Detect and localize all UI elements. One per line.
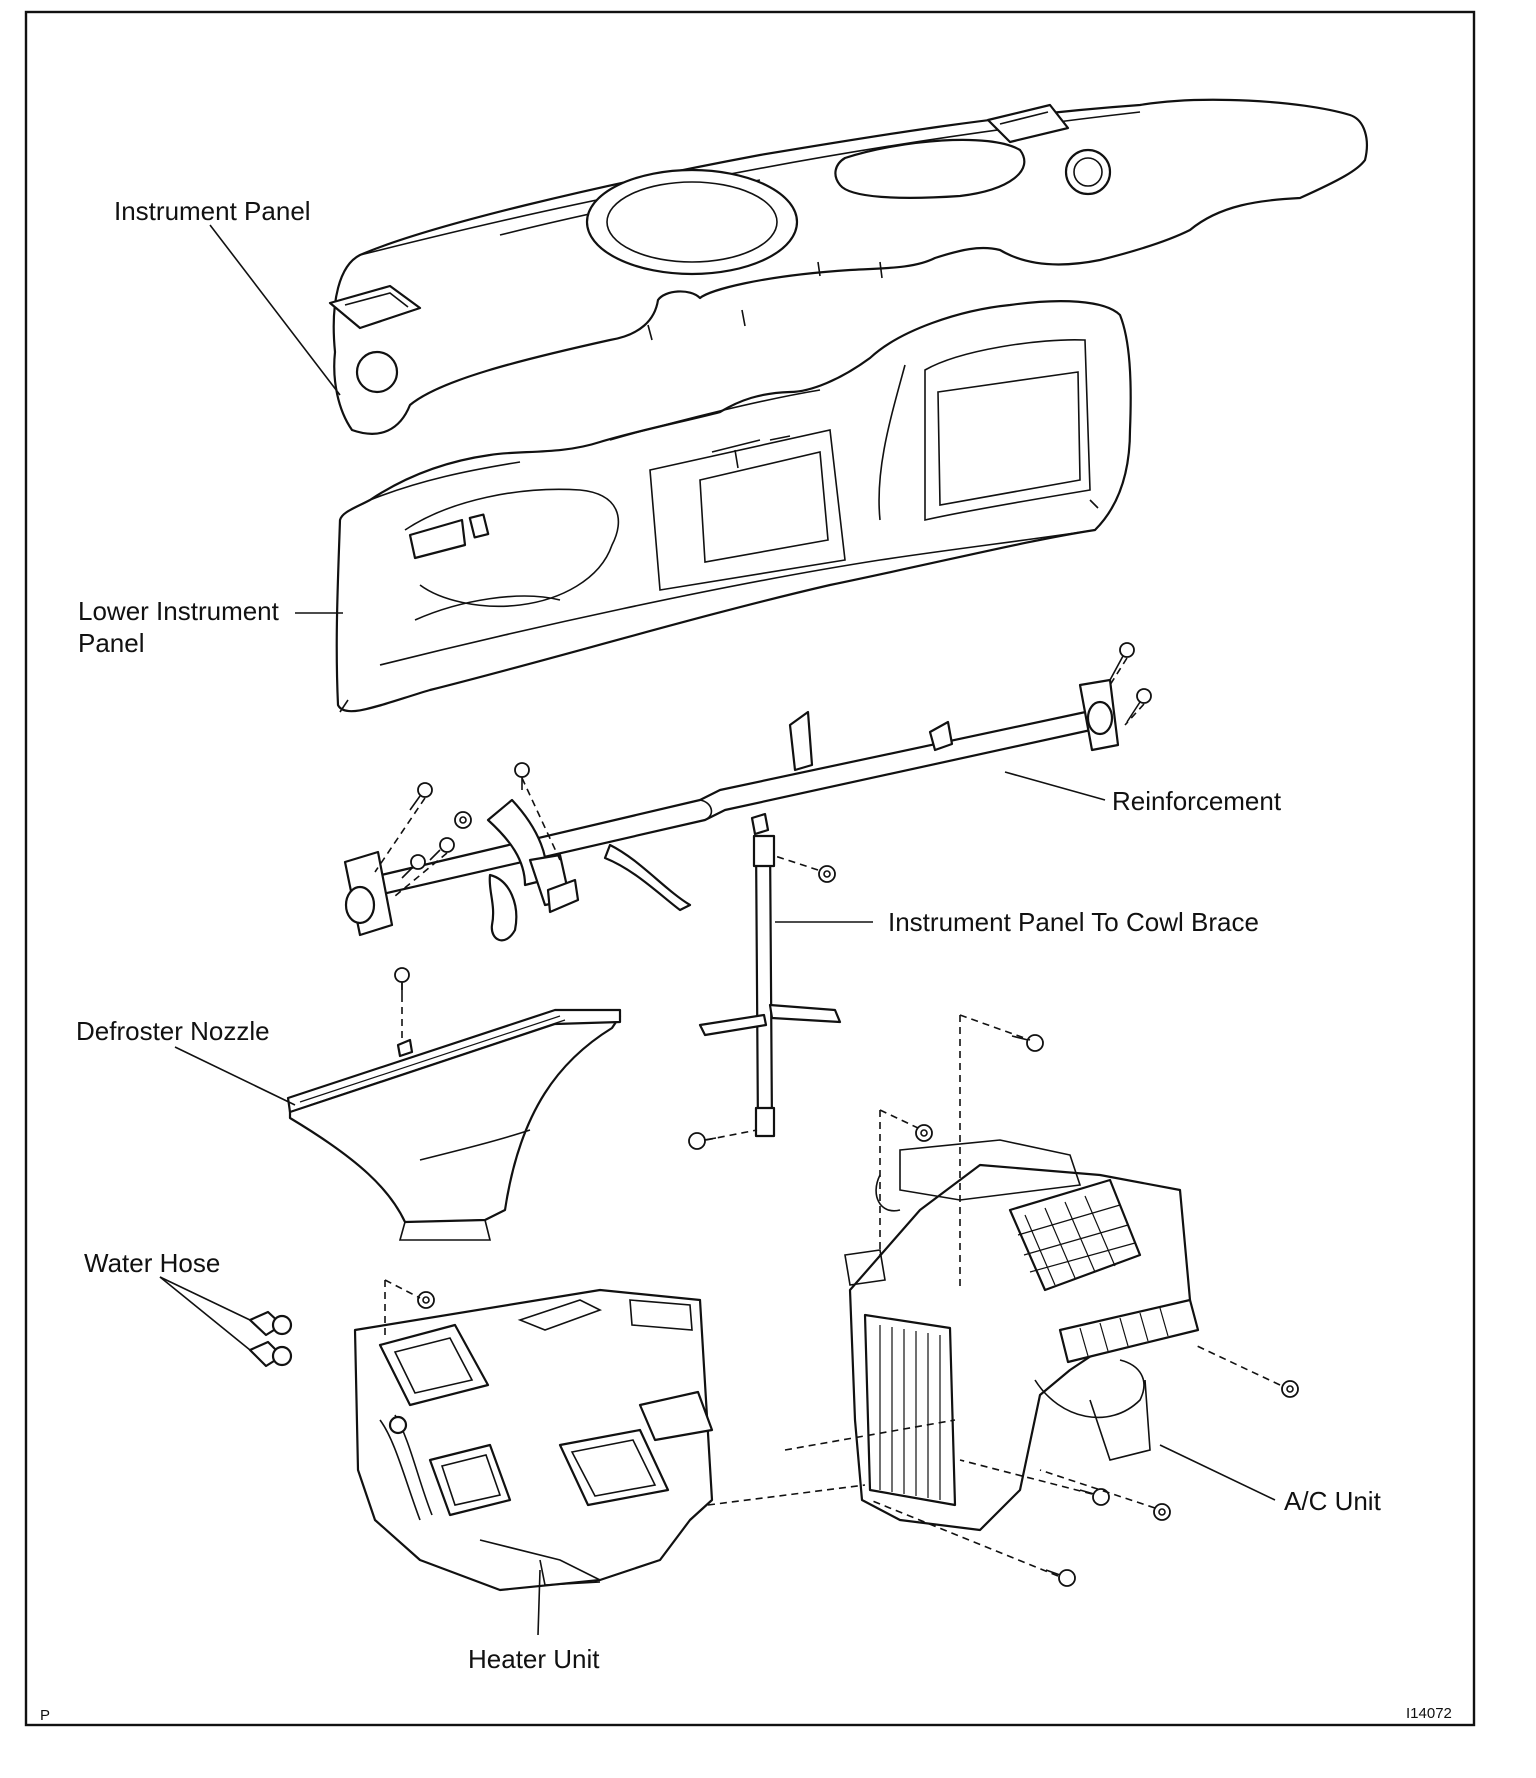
label-lower-instrument-panel-line2: Panel [78,628,145,658]
bolt-icon [394,967,410,995]
nut-icon [1153,1503,1171,1521]
water-hose-part [248,1310,293,1368]
instrument-panel-part [328,98,1368,435]
nut-icon [915,1124,933,1142]
bolt-icon [514,762,530,790]
nut-icon [818,865,836,883]
figure-number: I14072 [1406,1705,1452,1722]
heater-unit-part [353,1288,714,1592]
bolt-icon [1126,688,1152,723]
defroster-nozzle-part [286,1008,622,1241]
bolt-icon [429,837,455,861]
label-reinforcement: Reinforcement [1112,786,1282,816]
assembly-dashed-lines [374,657,1281,1577]
leader-lines [159,224,1276,1636]
bolt-icon [409,782,433,811]
nut-icon [1281,1380,1299,1398]
label-ac-unit: A/C Unit [1284,1486,1382,1516]
diagram-frame [24,10,1476,1727]
bolt-icon [688,1132,717,1150]
label-instrument-panel: Instrument Panel [114,196,311,226]
label-heater-unit: Heater Unit [468,1644,600,1674]
bolt-icon [401,854,426,879]
lower-instrument-panel-part [335,300,1132,713]
bolt-icon [1109,642,1135,681]
ac-unit-part [844,1139,1200,1532]
reinforcement-part [343,678,1120,942]
label-lower-instrument-panel-line1: Lower Instrument [78,596,280,626]
label-cowl-brace: Instrument Panel To Cowl Brace [888,907,1259,937]
label-defroster-nozzle: Defroster Nozzle [76,1016,270,1046]
nut-icon [417,1291,435,1309]
corner-left-mark: P [40,1707,50,1724]
nut-icon [454,811,472,829]
cowl-brace-part [698,834,842,1138]
bolt-icon [1045,1569,1076,1587]
label-water-hose: Water Hose [84,1248,220,1278]
bolt-icon [1011,1034,1044,1052]
fasteners [394,642,1299,1587]
